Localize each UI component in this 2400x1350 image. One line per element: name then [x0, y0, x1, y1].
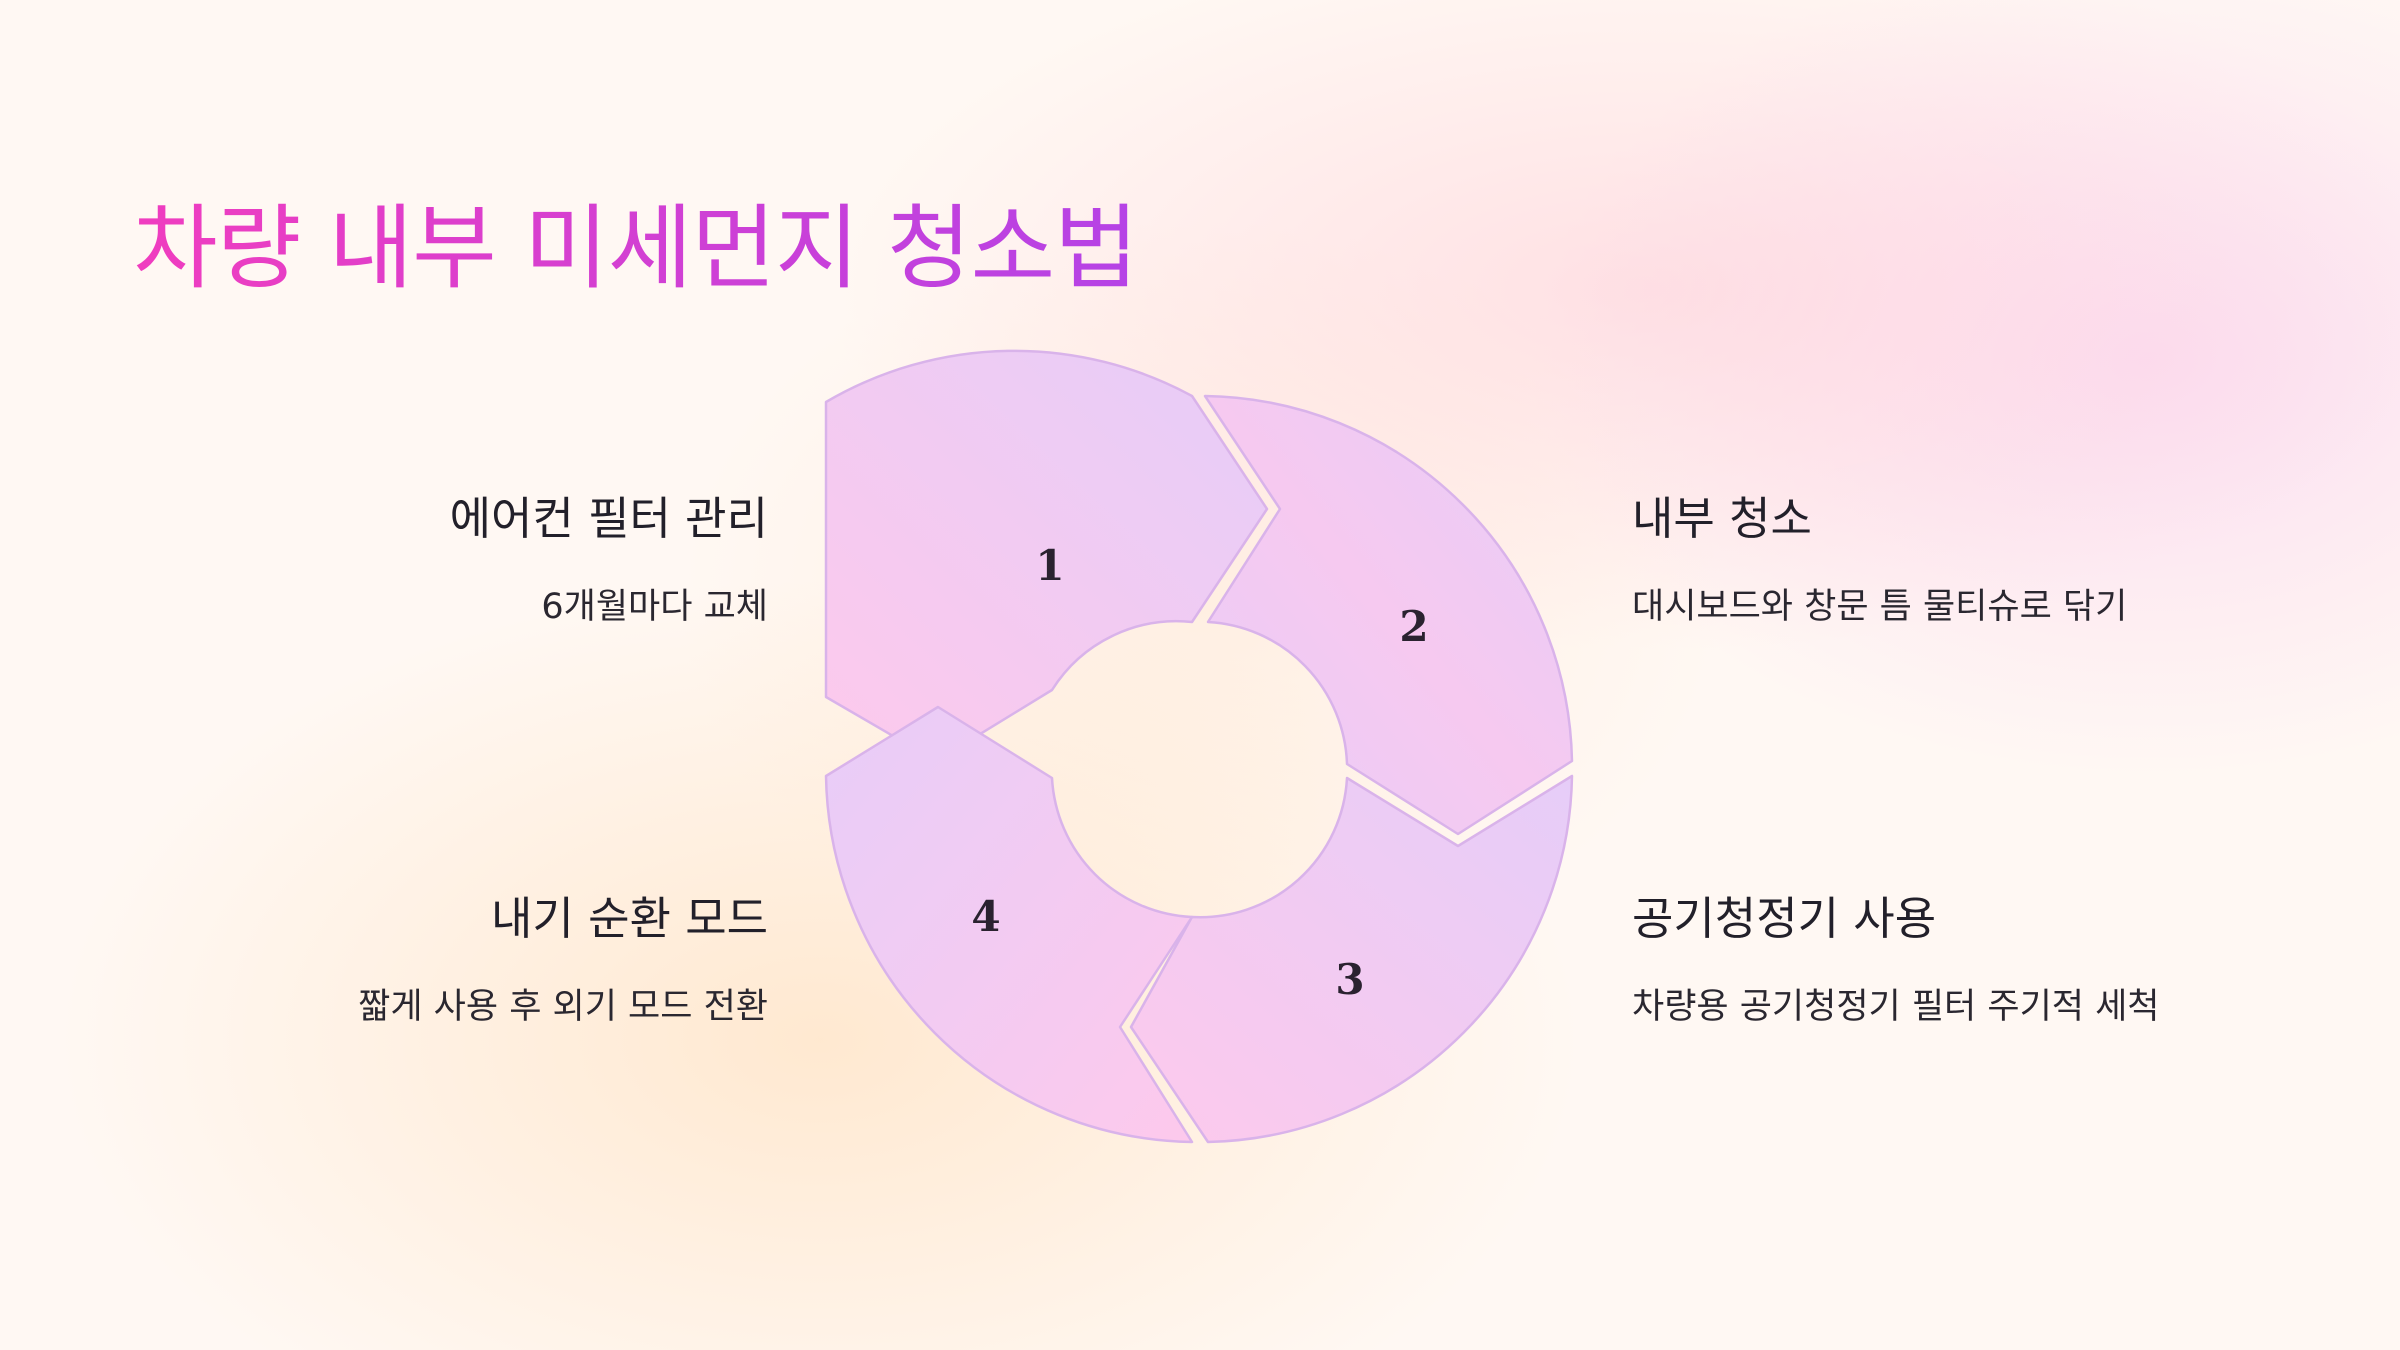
step-4-title: 내기 순환 모드	[490, 892, 768, 945]
step-2-description: 대시보드와 창문 틈 물티슈로 닦기	[1632, 587, 2128, 627]
cycle-segment-3-number: 3	[1335, 955, 1364, 1004]
cycle-segment-2: 2	[1203, 394, 1574, 836]
step-1-title: 에어컨 필터 관리	[449, 492, 768, 545]
step-4-description: 짧게 사용 후 외기 모드 전환	[358, 987, 768, 1027]
cycle-segment-2-number: 2	[1399, 602, 1428, 651]
step-2-title: 내부 청소	[1632, 492, 1812, 545]
step-4-text: 내기 순환 모드 짧게 사용 후 외기 모드 전환	[68, 892, 768, 1028]
step-3-description: 차량용 공기청정기 필터 주기적 세척	[1632, 987, 2160, 1027]
cycle-segment-1: 1	[824, 349, 1269, 763]
cycle-segment-4: 4	[824, 705, 1194, 1144]
cycle-segment-4-number: 4	[971, 892, 1000, 941]
step-3-title: 공기청정기 사용	[1632, 892, 1937, 945]
cycle-segment-1-number: 1	[1035, 541, 1064, 590]
step-1-description: 6개월마다 교체	[541, 587, 768, 627]
step-3-text: 공기청정기 사용 차량용 공기청정기 필터 주기적 세척	[1632, 892, 2332, 1028]
cycle-segment-3: 3	[1129, 774, 1574, 1144]
slide-title: 차량 내부 미세먼지 청소법	[133, 195, 1139, 302]
step-2-text: 내부 청소 대시보드와 창문 틈 물티슈로 닦기	[1632, 492, 2332, 628]
step-1-text: 에어컨 필터 관리 6개월마다 교체	[68, 492, 768, 628]
